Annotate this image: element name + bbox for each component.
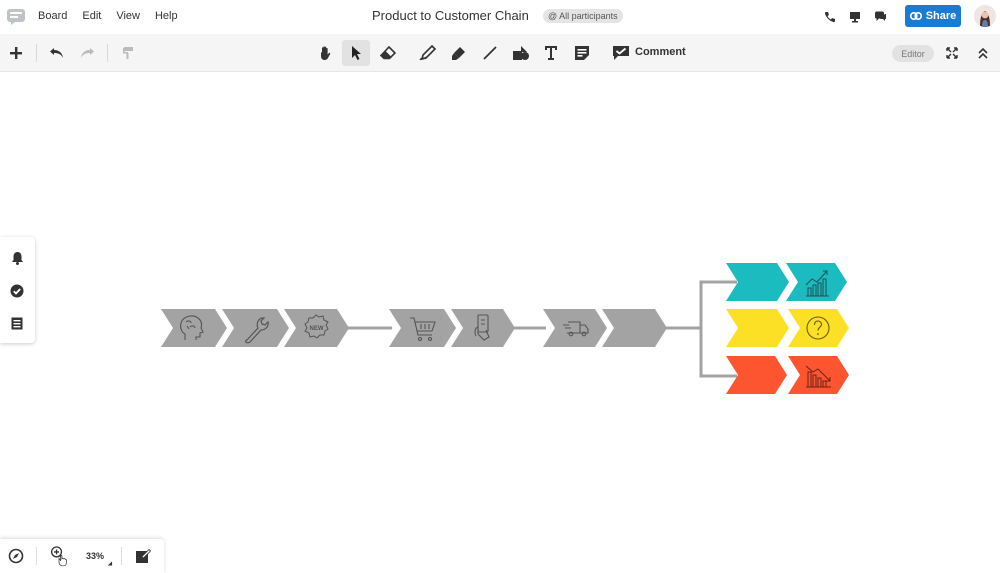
outcome-teal-chevron-a[interactable] [726, 263, 789, 301]
pen-icon[interactable] [414, 40, 442, 66]
line-tool-icon[interactable] [476, 40, 504, 66]
zoom-in-icon[interactable] [50, 546, 68, 567]
whiteboard-canvas[interactable]: NEW [0, 73, 1000, 539]
main-menu: Board Edit View Help [38, 10, 193, 22]
zoom-level[interactable]: 33% [86, 551, 105, 561]
product-to-customer-chain-diagram[interactable]: NEW [0, 73, 1000, 539]
user-avatar[interactable] [974, 5, 996, 27]
undo-icon[interactable] [43, 40, 71, 66]
editor-badge[interactable]: Editor [892, 45, 934, 62]
compass-icon[interactable] [7, 547, 25, 565]
cart-icon [410, 317, 436, 342]
present-screen-icon[interactable] [847, 9, 863, 25]
wrench-icon [244, 317, 269, 344]
menu-board[interactable]: Board [38, 10, 68, 22]
outcome-yellow-chevron-b[interactable] [788, 309, 849, 347]
zoom-dropdown-caret-icon[interactable] [107, 561, 115, 568]
toolbar-divider [107, 44, 108, 62]
link-icon [909, 12, 922, 20]
new-badge-icon: NEW [304, 314, 329, 339]
bell-icon[interactable] [8, 249, 26, 267]
eraser-icon[interactable] [374, 40, 402, 66]
select-pointer-icon[interactable] [342, 40, 370, 66]
bottom-divider [36, 547, 37, 565]
chevron-step-1[interactable] [161, 309, 227, 347]
toolbar: Comment Editor [0, 34, 1000, 72]
branch-connector [699, 280, 737, 378]
share-button-label: Share [925, 10, 957, 22]
menu-help[interactable]: Help [154, 10, 178, 22]
board-title[interactable]: Product to Customer Chain [372, 8, 529, 23]
sticky-note-icon[interactable] [568, 40, 596, 66]
phone-icon[interactable] [822, 9, 838, 25]
participants-badge[interactable]: @ All participants [543, 9, 623, 23]
redo-icon[interactable] [73, 40, 101, 66]
highlighter-icon[interactable] [445, 40, 473, 66]
payment-card-icon [474, 314, 490, 341]
delivery-truck-icon [563, 321, 589, 337]
toolbar-divider [36, 44, 37, 62]
list-icon[interactable] [8, 314, 26, 332]
check-circle-icon[interactable] [8, 282, 26, 300]
chevron-step-6[interactable] [543, 309, 607, 347]
question-icon [806, 316, 830, 340]
edit-note-icon[interactable] [134, 547, 152, 565]
top-bar: Board Edit View Help Product to Customer… [0, 0, 1000, 34]
app-logo-icon[interactable] [6, 8, 26, 26]
chevron-step-3[interactable]: NEW [284, 309, 349, 347]
chevron-step-5[interactable] [451, 309, 515, 347]
menu-edit[interactable]: Edit [82, 10, 102, 22]
format-painter-icon[interactable] [114, 40, 142, 66]
growth-chart-icon [805, 270, 829, 297]
bottom-divider [121, 547, 122, 565]
add-icon[interactable] [2, 40, 30, 66]
brain-icon [180, 315, 204, 340]
left-side-panel [0, 237, 35, 343]
decline-chart-icon [805, 365, 831, 388]
outcome-red-chevron-b[interactable] [788, 356, 849, 394]
bottom-navigation-panel: 33% [0, 539, 164, 573]
shapes-icon[interactable] [507, 40, 535, 66]
outcome-red-chevron-a[interactable] [726, 356, 787, 394]
chevron-step-4[interactable] [389, 309, 456, 347]
hand-pan-icon[interactable] [312, 40, 340, 66]
comment-label[interactable]: Comment [635, 46, 686, 58]
fullscreen-icon[interactable] [938, 40, 966, 66]
chevron-step-2[interactable] [222, 309, 289, 347]
chevron-step-7[interactable] [602, 309, 667, 347]
outcome-yellow-chevron-a[interactable] [726, 309, 789, 347]
collapse-toolbar-icon[interactable] [969, 40, 997, 66]
chat-icon[interactable] [872, 9, 888, 25]
menu-view[interactable]: View [116, 10, 140, 22]
text-tool-icon[interactable] [537, 40, 565, 66]
comment-icon[interactable] [607, 40, 635, 66]
share-button[interactable]: Share [905, 5, 961, 27]
new-badge-text: NEW [310, 326, 324, 332]
outcome-teal-chevron-b[interactable] [786, 263, 847, 301]
